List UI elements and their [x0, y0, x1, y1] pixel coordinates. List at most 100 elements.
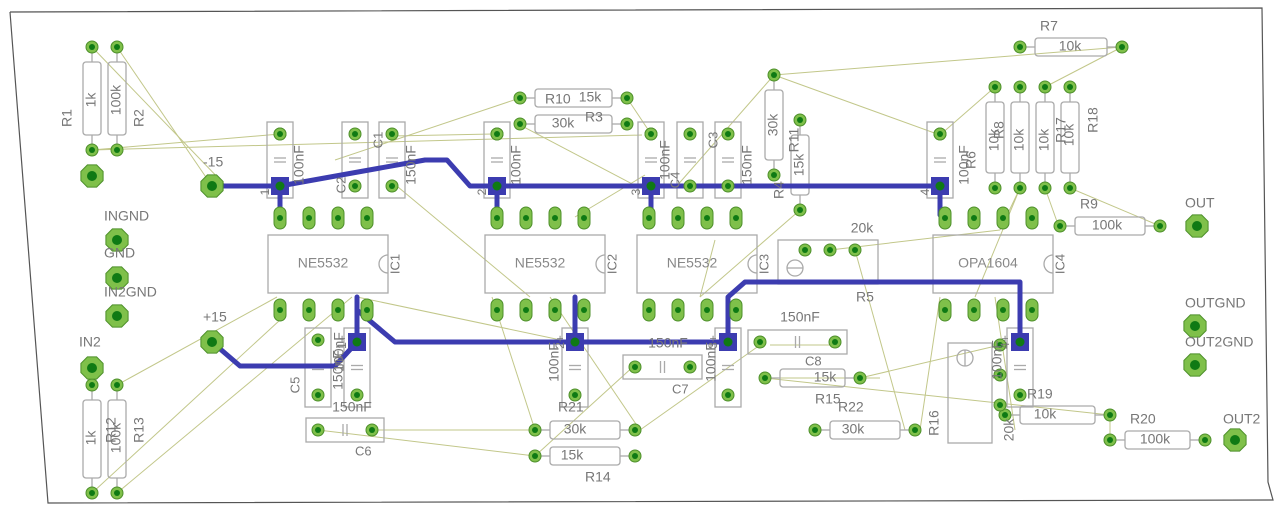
- capacitor-value: 100nF: [331, 332, 347, 372]
- trimmer-pad-hole: [997, 402, 1003, 408]
- capacitor-ref-c5: C5: [287, 377, 302, 394]
- air-wire: [397, 186, 531, 298]
- supply-pin-label: 1: [258, 188, 272, 195]
- air-wire: [519, 124, 641, 189]
- resistor-ref-r7: R7: [1040, 18, 1058, 34]
- capacitor-pad-hole: [832, 339, 838, 345]
- connector-ingnd-hole: [112, 235, 122, 245]
- capacitor-pad-hole: [687, 131, 693, 137]
- resistor-ref-r2: R2: [131, 109, 147, 127]
- capacitor-outline: [676, 121, 704, 199]
- ic-pin-hole: [733, 215, 739, 221]
- ic-pin-hole: [971, 215, 977, 221]
- resistor-value-r13: 100k: [108, 422, 124, 453]
- resistor-value-r8: 10k: [1011, 128, 1027, 152]
- resistor-value-r14: 15k: [561, 447, 585, 463]
- ic-value-ic4: OPA1604: [958, 255, 1018, 271]
- ic-pin-hole: [675, 307, 681, 313]
- resistor-pad-hole: [517, 95, 523, 101]
- ic-notch: [1043, 254, 1054, 274]
- resistor-body-r7: [1034, 37, 1108, 57]
- resistor-pad-hole: [1017, 84, 1023, 90]
- capacitor-value: 100nF: [291, 145, 307, 185]
- ic-pin-hole: [552, 215, 558, 221]
- trimmer-ref-r5: R5: [856, 289, 874, 305]
- connector-label-ingnd: INGND: [104, 208, 149, 224]
- pads-layer: [80, 40, 1247, 500]
- resistor-value-r3: 30k: [552, 115, 576, 131]
- resistor-ref-r12: R12: [103, 417, 119, 443]
- resistor-body-r9: [1074, 216, 1146, 236]
- trimmer-pad-hole: [997, 342, 1003, 348]
- capacitor-pad-hole: [494, 131, 500, 137]
- resistor-ref-r6: R6: [963, 151, 979, 169]
- capacitor-pad-hole: [687, 183, 693, 189]
- resistor-ref-r8: R8: [991, 121, 1007, 139]
- resistor-body-r15: [779, 368, 846, 388]
- capacitor-pad-hole: [937, 131, 943, 137]
- connector-label-outgnd: OUTGND: [1185, 295, 1246, 311]
- resistor-value-r9: 100k: [1092, 217, 1123, 233]
- connector-outgnd-hole: [1190, 321, 1200, 331]
- resistor-pad-hole: [114, 382, 120, 388]
- resistor-pad-hole: [1017, 185, 1023, 191]
- air-wire: [773, 74, 941, 136]
- ic-pin-hole: [364, 307, 370, 313]
- capacitor-outline: [622, 354, 703, 380]
- resistor-pad-hole: [1107, 437, 1113, 443]
- capacitor-pad-hole: [1017, 392, 1023, 398]
- resistor-pad-hole: [532, 427, 538, 433]
- air-wire: [639, 344, 761, 431]
- resistor-value-r22: 30k: [842, 421, 866, 437]
- ic-body-ic3: [636, 234, 758, 294]
- resistor-value-r21: 30k: [564, 421, 588, 437]
- capacitor-pad-hole: [632, 364, 638, 370]
- ic-ref-ic4: IC4: [1052, 254, 1067, 274]
- trimmer-pad-hole: [997, 372, 1003, 378]
- capacitor-pad-hole: [352, 131, 358, 137]
- trace-pos15-bus2: [572, 279, 1023, 345]
- resistor-value-r17: 10k: [1036, 128, 1052, 152]
- silkscreen-layer: [82, 37, 1205, 493]
- capacitor-value: 100nF: [508, 145, 524, 185]
- air-wire: [699, 209, 801, 298]
- resistor-body-r12: [82, 399, 102, 479]
- resistor-pad-hole: [1157, 223, 1163, 229]
- ic-pin-hole: [733, 307, 739, 313]
- capacitor-outline: [747, 329, 848, 355]
- resistor-pad-hole: [812, 427, 818, 433]
- resistor-pad-hole: [624, 121, 630, 127]
- resistor-value-r19: 10k: [1034, 406, 1058, 422]
- resistor-ref-r21: R21: [558, 399, 584, 415]
- resistor-pad-hole: [89, 44, 95, 50]
- ic-pin-hole: [581, 215, 587, 221]
- ic-pin-hole: [1029, 215, 1035, 221]
- resistor-pad-hole: [624, 95, 630, 101]
- board-outline: [9, 7, 1274, 504]
- supply-pin-label: 2+: [553, 335, 567, 349]
- resistor-ref-r18: R18: [1085, 107, 1101, 133]
- trimmer-body-r16: [947, 342, 993, 444]
- capacitor-ref-c1: C1: [370, 132, 385, 149]
- resistor-pad-hole: [992, 84, 998, 90]
- capacitor-pad-hole: [354, 392, 360, 398]
- resistor-body-r17: [1035, 101, 1055, 174]
- resistor-value-r12: 1k: [83, 430, 99, 446]
- resistor-body-r13: [107, 399, 127, 479]
- resistor-pad-hole: [992, 185, 998, 191]
- air-wire: [356, 296, 576, 344]
- supply-pad-p4-hole: [935, 181, 945, 191]
- resistor-body-r10: [534, 88, 613, 108]
- resistor-pad-hole: [114, 44, 120, 50]
- capacitor-ref-c7: C7: [672, 381, 689, 396]
- supply-pad-p3p-hole: [723, 337, 733, 347]
- resistor-body-r2: [107, 61, 127, 136]
- supply-pad-p1p-hole: [352, 337, 362, 347]
- resistor-pad-hole: [1042, 84, 1048, 90]
- connector-label-in2gnd: IN2GND: [104, 284, 157, 300]
- ic-pin-hole: [523, 307, 529, 313]
- connector-label-15: -15: [203, 154, 223, 170]
- resistor-body-r21: [549, 420, 621, 440]
- resistor-ref-r10: R10: [545, 91, 571, 107]
